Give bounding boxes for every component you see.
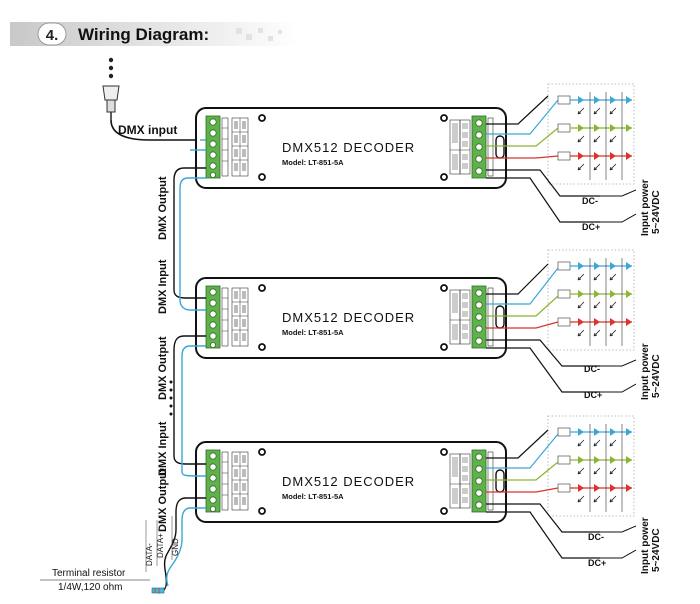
heading-number: 4.: [46, 27, 59, 44]
dc-plus-label-1: DC+: [582, 222, 600, 232]
heading-title: Wiring Diagram:: [78, 25, 209, 44]
section-heading: 4. Wiring Diagram:: [10, 22, 300, 46]
dc-minus-label-3: DC-: [588, 532, 604, 542]
input-power-label-3: Input power: [640, 517, 651, 574]
led-strip-panel-3: [548, 416, 634, 516]
decoder-unit-1: DMX512 DECODER Model: LT-851-5A: [195, 107, 507, 189]
data-plus-label: DATA+: [156, 533, 165, 558]
led-strip-panel-1: [548, 84, 634, 184]
output-wiring-1: [486, 95, 600, 223]
dmx-chain-wiring: [163, 139, 207, 587]
decoder-model: Model: LT-851-5A: [282, 328, 344, 337]
led-strip-panel-2: [548, 250, 634, 350]
input-power-label-2: Input power: [640, 343, 651, 400]
dc-minus-label-2: DC-: [584, 364, 600, 374]
dc-plus-label-3: DC+: [588, 558, 606, 568]
input-power-label-1: Input power: [640, 179, 651, 236]
voltage-label-1: 5~24VDC: [651, 190, 662, 234]
decoder-model: Model: LT-851-5A: [282, 492, 344, 501]
decoder-model: Model: LT-851-5A: [282, 158, 344, 167]
dmx-output-label-1: DMX Output: [157, 176, 169, 240]
data-minus-label: DATA-: [145, 543, 154, 566]
dmx-input-label-3: DMX Input: [157, 421, 169, 476]
heading-decoration-squares: [236, 28, 282, 41]
dc-minus-label-1: DC-: [582, 196, 598, 206]
decoder-unit-2: DMX512 DECODER Model: LT-851-5A: [195, 277, 507, 359]
output-wiring-2: [486, 263, 600, 393]
voltage-label-3: 5~24VDC: [651, 528, 662, 572]
terminal-resistor-label: Terminal resistor: [52, 568, 126, 579]
dmx-input-cable: [110, 119, 200, 141]
dmx-input-label: DMX input: [118, 123, 177, 137]
decoder-unit-3: DMX512 DECODER Model: LT-851-5A: [195, 441, 507, 523]
dmx-output-label-2: DMX Output: [157, 336, 169, 400]
voltage-label-2: 5~24VDC: [651, 354, 662, 398]
dmx-plug-icon: [102, 57, 120, 120]
gnd-label: GND: [171, 538, 180, 556]
dc-plus-label-2: DC+: [584, 390, 602, 400]
terminal-resistor-icon: [151, 585, 167, 594]
chain-continuation-dots: [169, 380, 173, 416]
decoder-title: DMX512 DECODER: [282, 140, 415, 155]
resistor-spec-label: 1/4W,120 ohm: [58, 582, 122, 593]
decoder-title: DMX512 DECODER: [282, 310, 415, 325]
output-wiring-3: [486, 429, 600, 559]
dmx-input-label-2: DMX Input: [157, 259, 169, 314]
dmx-output-label-3: DMX Output: [157, 468, 169, 532]
decoder-title: DMX512 DECODER: [282, 474, 415, 489]
